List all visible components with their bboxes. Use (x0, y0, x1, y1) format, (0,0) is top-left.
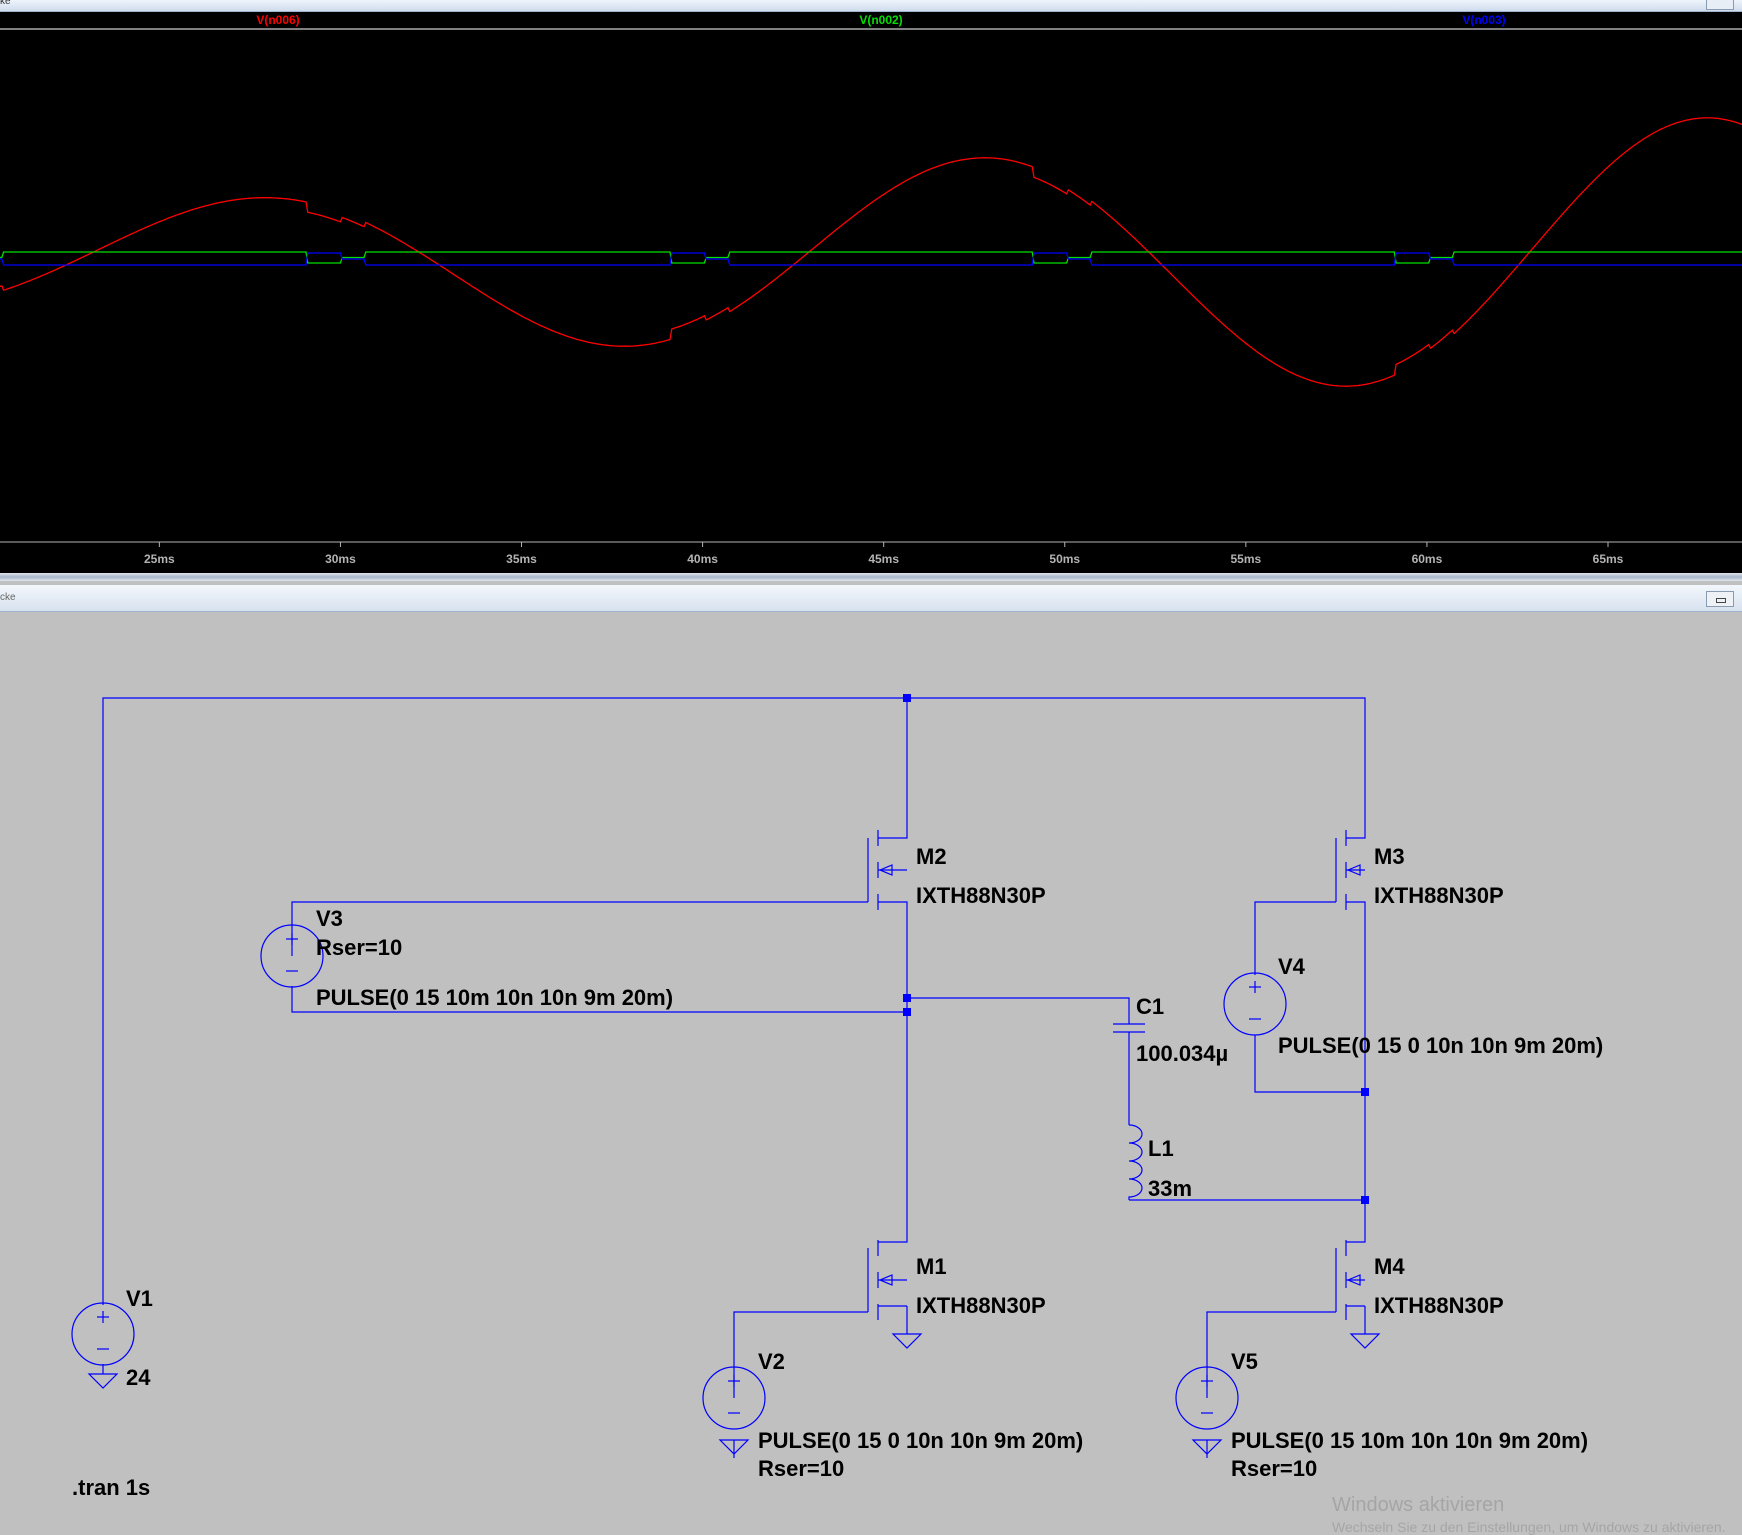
x-tick-label: 25ms (144, 552, 175, 566)
schematic-titlebar: cke (0, 585, 1742, 612)
tran-directive[interactable]: .tran 1s (72, 1475, 150, 1500)
ground-icon (88, 1373, 118, 1389)
voltage-source-v1[interactable] (71, 1302, 135, 1366)
ground-icon (892, 1333, 922, 1349)
waveform-close-button[interactable] (1706, 0, 1734, 10)
c1-value[interactable]: 100.034µ (1136, 1041, 1228, 1066)
v4-name[interactable]: V4 (1278, 954, 1306, 979)
m2-model[interactable]: IXTH88N30P (916, 883, 1046, 908)
x-tick-group: 25ms 30ms 35ms 40ms 45ms 50ms 55ms 60ms 65ms (144, 542, 1624, 566)
ground-icon (1350, 1333, 1380, 1349)
x-tick-label: 65ms (1593, 552, 1624, 566)
schematic-title: cke (0, 592, 16, 603)
v5-name[interactable]: V5 (1231, 1349, 1258, 1374)
windows-activation-watermark: Windows aktivieren Wechseln Sie zu den E… (1332, 1494, 1726, 1535)
pane-splitter[interactable] (0, 573, 1742, 581)
trace-label-vn006[interactable]: V(n006) (256, 13, 299, 27)
m2-name[interactable]: M2 (916, 844, 947, 869)
x-tick-label: 45ms (868, 552, 899, 566)
v2-value[interactable]: PULSE(0 15 0 10n 10n 9m 20m) (758, 1428, 1083, 1453)
schematic-restore-button[interactable] (1706, 591, 1734, 607)
mosfet-m2[interactable] (867, 830, 907, 910)
m1-model[interactable]: IXTH88N30P (916, 1293, 1046, 1318)
trace-vn002[interactable] (0, 251, 1742, 264)
inductor-l1[interactable] (1128, 1124, 1143, 1200)
trace-group (0, 117, 1742, 387)
v1-name[interactable]: V1 (126, 1286, 153, 1311)
mosfet-m4[interactable] (1335, 1240, 1365, 1320)
mosfet-m1[interactable] (867, 1240, 907, 1320)
m3-model[interactable]: IXTH88N30P (1374, 883, 1504, 908)
voltage-source-v4[interactable] (1223, 972, 1287, 1036)
waveform-plot-pane[interactable] (0, 12, 1742, 573)
waveform-title: ke (0, 0, 11, 7)
mosfet-m3[interactable] (1335, 830, 1365, 910)
x-tick-label: 40ms (687, 552, 718, 566)
m4-model[interactable]: IXTH88N30P (1374, 1293, 1504, 1318)
v5-value[interactable]: PULSE(0 15 10m 10n 10n 9m 20m) (1231, 1428, 1588, 1453)
v3-value[interactable]: PULSE(0 15 10m 10n 10n 9m 20m) (316, 985, 673, 1010)
watermark-subtitle: Wechseln Sie zu den Einstellungen, um Wi… (1332, 1519, 1726, 1535)
v3-name[interactable]: V3 (316, 906, 343, 931)
x-tick-label: 60ms (1412, 552, 1443, 566)
v2-rser[interactable]: Rser=10 (758, 1456, 844, 1481)
restore-icon (1716, 598, 1726, 603)
v4-value[interactable]: PULSE(0 15 0 10n 10n 9m 20m) (1278, 1033, 1603, 1058)
v3-rser[interactable]: Rser=10 (316, 935, 402, 960)
junction-dots (903, 694, 1369, 1204)
trace-label-vn003[interactable]: V(n003) (1462, 13, 1505, 27)
trace-label-vn002[interactable]: V(n002) (859, 13, 902, 27)
wires (102, 697, 1366, 1458)
l1-name[interactable]: L1 (1148, 1136, 1174, 1161)
m1-name[interactable]: M1 (916, 1254, 947, 1279)
watermark-title: Windows aktivieren (1332, 1494, 1505, 1516)
capacitor-c1[interactable] (1113, 1023, 1145, 1040)
l1-value[interactable]: 33m (1148, 1176, 1192, 1201)
trace-vn003[interactable] (0, 252, 1742, 266)
v5-rser[interactable]: Rser=10 (1231, 1456, 1317, 1481)
x-tick-label: 55ms (1230, 552, 1261, 566)
trace-vn006[interactable] (0, 117, 1742, 387)
m3-name[interactable]: M3 (1374, 844, 1405, 869)
x-tick-label: 35ms (506, 552, 537, 566)
v1-value[interactable]: 24 (126, 1365, 151, 1390)
c1-name[interactable]: C1 (1136, 994, 1164, 1019)
schematic-canvas[interactable]: M2 IXTH88N30P M3 IXTH88N30P M1 IXTH88N30… (0, 612, 1742, 1533)
waveform-titlebar: ke (0, 0, 1742, 12)
x-tick-label: 30ms (325, 552, 356, 566)
waveform-plot[interactable]: V(n006) V(n002) V(n003) 25ms 30ms 35ms 40ms… (0, 12, 1742, 573)
m4-name[interactable]: M4 (1374, 1254, 1405, 1279)
v2-name[interactable]: V2 (758, 1349, 785, 1374)
x-tick-label: 50ms (1049, 552, 1080, 566)
